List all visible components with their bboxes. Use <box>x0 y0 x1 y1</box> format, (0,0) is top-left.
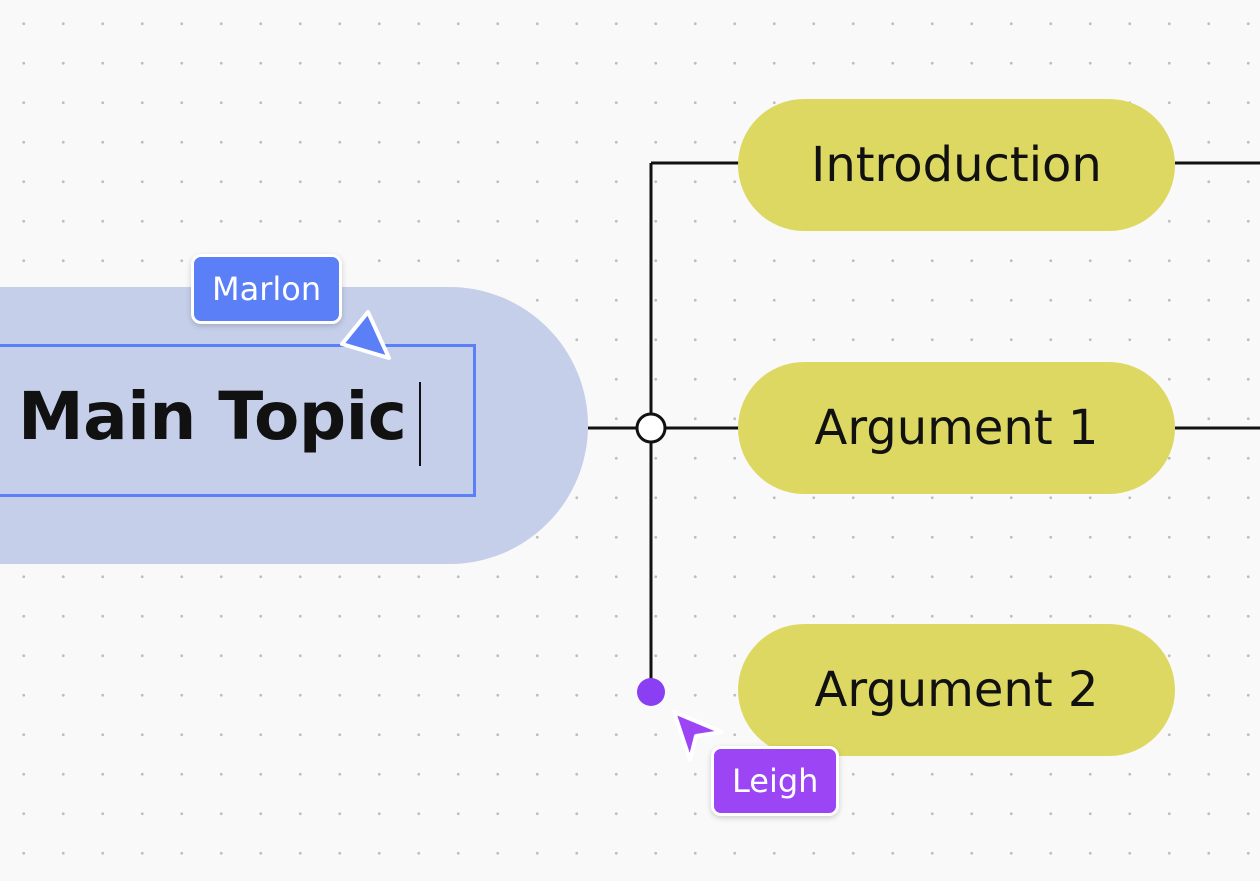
cursor-label-leigh: Leigh <box>711 746 840 816</box>
subtopic-introduction[interactable]: Introduction <box>738 99 1175 231</box>
subtopic-argument-1[interactable]: Argument 1 <box>738 362 1175 494</box>
subtopic-label: Argument 1 <box>814 400 1099 456</box>
cursor-label-marlon: Marlon <box>191 254 343 324</box>
connector-hub-node[interactable] <box>635 412 667 444</box>
text-edit-box[interactable] <box>0 344 476 497</box>
subtopic-argument-2[interactable]: Argument 2 <box>738 624 1175 756</box>
cursor-arrow-icon <box>340 310 391 360</box>
drag-handle-dot[interactable] <box>637 678 665 706</box>
cursor-arrow-icon <box>672 710 724 762</box>
text-caret <box>419 382 421 466</box>
subtopic-label: Introduction <box>811 137 1102 193</box>
main-topic-label: Main Topic <box>18 378 407 455</box>
main-topic-node[interactable] <box>0 287 588 564</box>
subtopic-label: Argument 2 <box>814 662 1099 718</box>
